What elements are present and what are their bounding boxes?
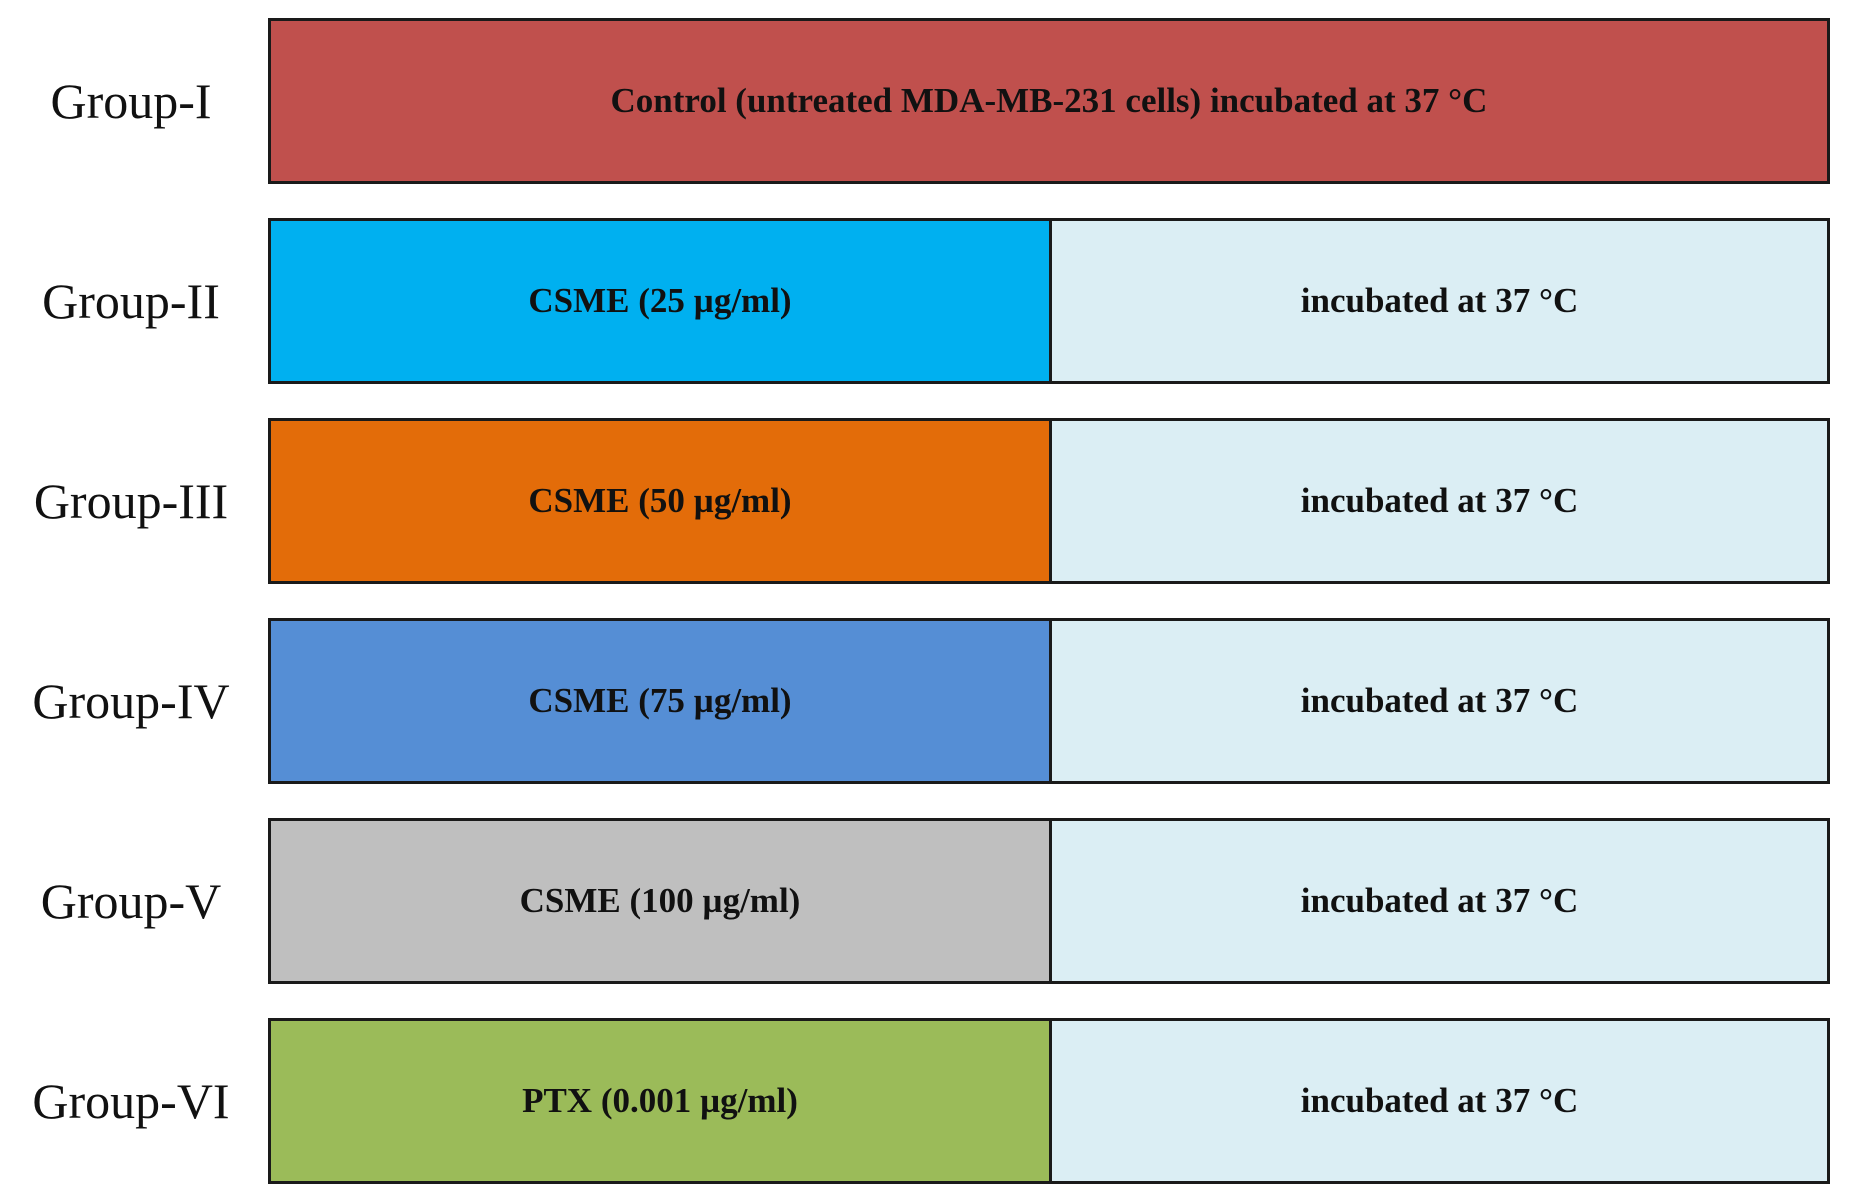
treatment-segment: CSME (100 µg/ml) [271,821,1052,981]
incubation-segment: incubated at 37 °C [1052,1021,1827,1181]
group-row-1: Group-I Control (untreated MDA-MB-231 ce… [0,18,1850,184]
group-row-5: Group-V CSME (100 µg/ml) incubated at 37… [0,818,1850,984]
incubation-segment: incubated at 37 °C [1052,221,1827,381]
group-row-6: Group-VI PTX (0.001 µg/ml) incubated at … [0,1018,1850,1184]
incubation-segment: incubated at 37 °C [1052,621,1827,781]
group-bar: Control (untreated MDA-MB-231 cells) inc… [268,18,1830,184]
treatment-segment: CSME (50 µg/ml) [271,421,1052,581]
group-bar: CSME (50 µg/ml) incubated at 37 °C [268,418,1830,584]
group-label: Group-I [50,73,212,129]
group-bar: CSME (75 µg/ml) incubated at 37 °C [268,618,1830,784]
group-label: Group-II [42,273,220,329]
group-label: Group-IV [32,673,230,729]
group-label: Group-III [33,473,229,529]
group-label: Group-V [40,873,222,929]
control-segment: Control (untreated MDA-MB-231 cells) inc… [271,21,1827,181]
treatment-segment: PTX (0.001 µg/ml) [271,1021,1052,1181]
group-row-4: Group-IV CSME (75 µg/ml) incubated at 37… [0,618,1850,784]
group-bar: CSME (25 µg/ml) incubated at 37 °C [268,218,1830,384]
treatment-segment: CSME (25 µg/ml) [271,221,1052,381]
treatment-segment: CSME (75 µg/ml) [271,621,1052,781]
incubation-segment: incubated at 37 °C [1052,821,1827,981]
group-row-2: Group-II CSME (25 µg/ml) incubated at 37… [0,218,1850,384]
group-bar: CSME (100 µg/ml) incubated at 37 °C [268,818,1830,984]
incubation-segment: incubated at 37 °C [1052,421,1827,581]
group-bar: PTX (0.001 µg/ml) incubated at 37 °C [268,1018,1830,1184]
group-label: Group-VI [32,1073,230,1129]
group-row-3: Group-III CSME (50 µg/ml) incubated at 3… [0,418,1850,584]
